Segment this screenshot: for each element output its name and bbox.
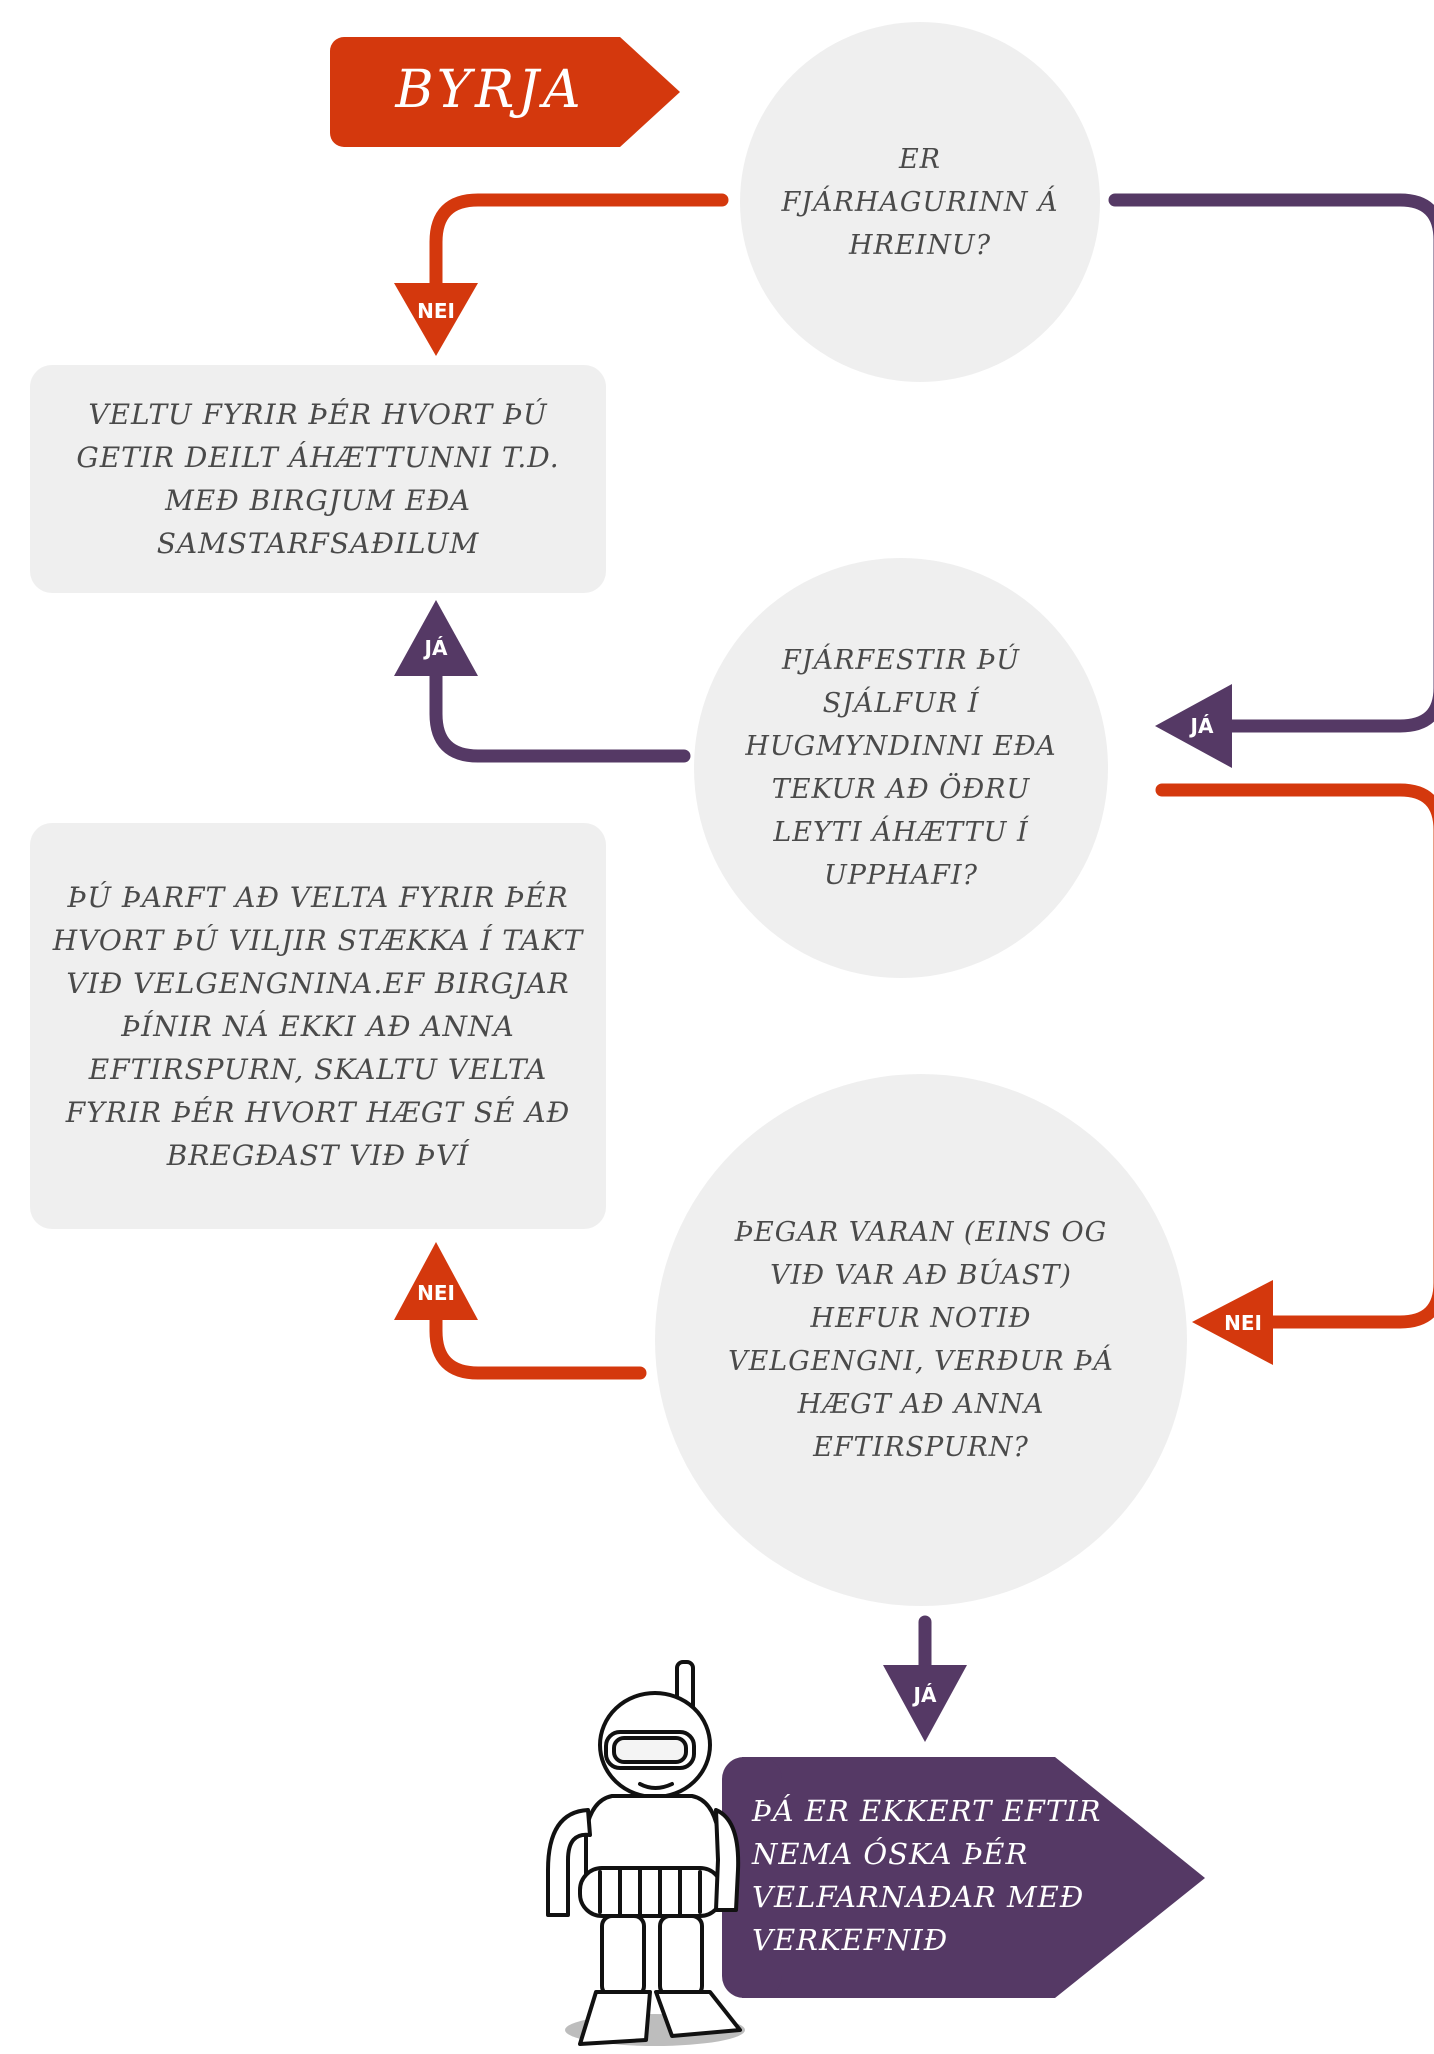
badge-yes-q1: JÁ	[1155, 684, 1232, 768]
start-shape	[330, 37, 680, 147]
badge-label: NEI	[1224, 1311, 1262, 1335]
question-demand: ÞEGAR VARAN (EINS OG VIÐ VAR AÐ BÚAST) H…	[655, 1074, 1187, 1606]
badge-label: JÁ	[423, 636, 448, 660]
arrow-up-icon	[394, 1242, 478, 1320]
connector-q2-no	[1155, 783, 1434, 1329]
end-label: ÞÁ ER EKKERT EFTIR NEMA ÓSKA ÞÉR VELFARN…	[752, 1794, 1102, 1957]
arrow-down-icon	[394, 283, 478, 356]
advice-share-risk-text: VELTU FYRIR ÞÉR HVORT ÞÚ GETIR DEILT ÁHÆ…	[76, 398, 560, 560]
diver-illustration	[546, 1660, 745, 2046]
badge-no-q2: NEI	[1192, 1280, 1273, 1365]
question-finances-text: ER FJÁRHAGURINN Á HREINU?	[781, 143, 1059, 261]
badge-label: JÁ	[1189, 714, 1214, 738]
advice-scale-up-text: ÞÚ ÞARFt AÐ VELTA FYRIR ÞÉR HVORT ÞÚ VIL…	[52, 880, 584, 1172]
advice-share-risk: VELTU FYRIR ÞÉR HVORT ÞÚ GETIR DEILT ÁHÆ…	[30, 365, 606, 593]
question-demand-text: ÞEGAR VARAN (EINS OG VIÐ VAR AÐ BÚAST) H…	[728, 1217, 1114, 1463]
arrow-up-icon	[394, 600, 478, 676]
badge-no-q3: NEI	[394, 1242, 478, 1320]
question-finances: ER FJÁRHAGURINN Á HREINU?	[740, 22, 1100, 382]
badge-label: JÁ	[912, 1683, 937, 1707]
arrow-left-icon	[1155, 684, 1232, 768]
arrow-down-icon	[883, 1665, 967, 1742]
connector-q1-no	[429, 193, 729, 307]
question-investment: FJÁRFESTIR ÞÚ SJÁLFUR Í HUGMYNDINNI EÐA …	[694, 558, 1108, 978]
connector-q2-yes	[429, 658, 691, 763]
badge-yes-q2: JÁ	[394, 600, 478, 676]
advice-scale-up: ÞÚ ÞARFt AÐ VELTA FYRIR ÞÉR HVORT ÞÚ VIL…	[30, 823, 606, 1229]
connector-q3-no	[429, 1298, 647, 1380]
arrow-left-icon	[1192, 1280, 1273, 1365]
connector-q1-yes	[1108, 193, 1434, 733]
badge-no-q1: NEI	[394, 283, 478, 356]
badge-yes-q3: JÁ	[883, 1665, 967, 1742]
start-label: BYRJA	[395, 60, 585, 120]
end-shape	[742, 1757, 1205, 1998]
badge-label: NEI	[417, 299, 455, 323]
question-investment-text: FJÁRFESTIR ÞÚ SJÁLFUR Í HUGMYNDINNI EÐA …	[745, 645, 1057, 891]
badge-label: NEI	[417, 1281, 455, 1305]
